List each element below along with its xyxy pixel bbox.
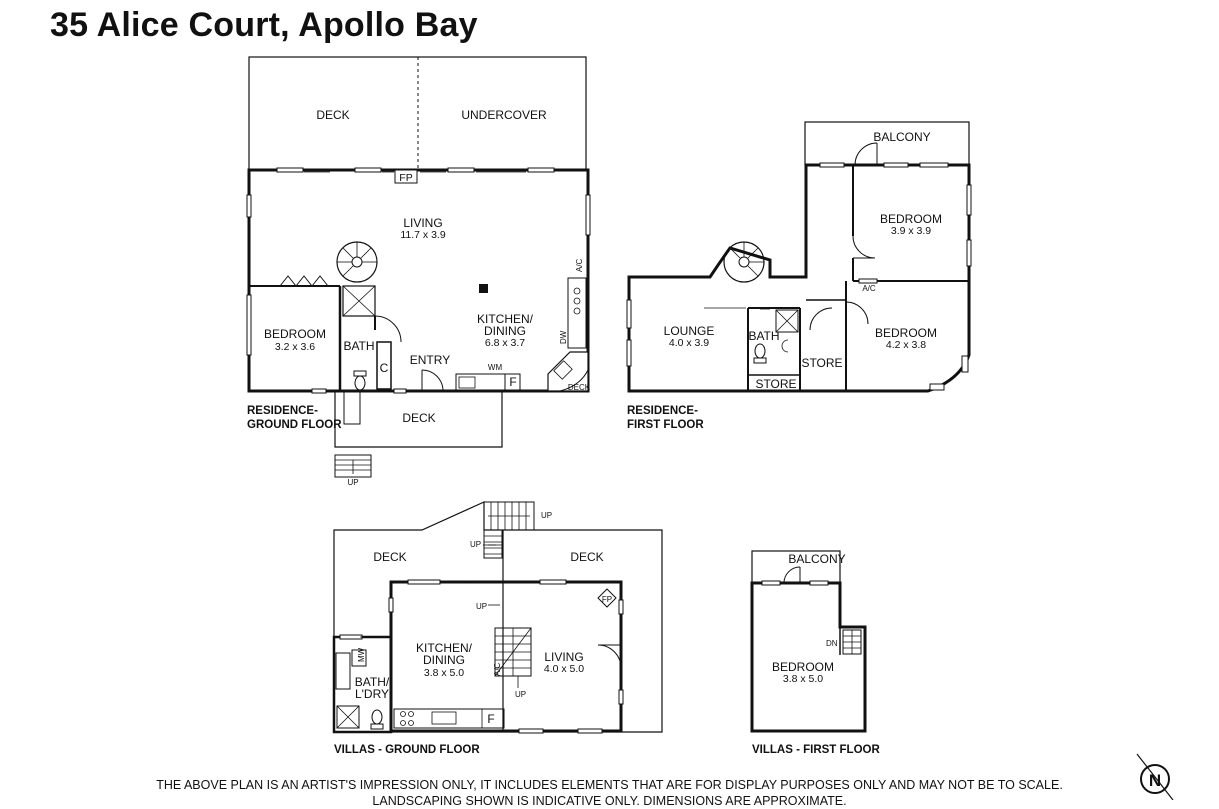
floor-label: VILLAS - GROUND FLOOR: [334, 744, 480, 756]
undercover-label: UNDERCOVER: [461, 108, 547, 122]
bath-label: BATH/: [355, 675, 390, 689]
lower-deck-label: DECK: [402, 411, 435, 425]
ac-label: A/C: [862, 284, 876, 293]
villas-first-floor: [750, 550, 867, 733]
residence-first-labels: BALCONY BEDROOM 3.9 x 3.9 A/C BEDROOM 4.…: [627, 130, 942, 431]
residence-ground-floor: [246, 56, 591, 478]
residence-first-floor: [626, 121, 972, 393]
laundry-label: L'DRY: [355, 687, 389, 701]
fireplace-label: FP: [399, 172, 412, 184]
deck-right-label: DECK: [570, 550, 603, 564]
fridge-label: F: [509, 375, 516, 389]
floor-label-line2: FIRST FLOOR: [627, 419, 704, 431]
bedroom2-dimensions: 4.2 x 3.8: [886, 339, 926, 351]
cupboard-label: C: [380, 361, 389, 375]
washing-machine-label: WM: [488, 363, 503, 372]
down-label: DN: [826, 639, 838, 648]
bedroom2-label: BEDROOM: [875, 326, 937, 340]
compass-north-icon: N: [1136, 753, 1174, 800]
store2-label: STORE: [801, 356, 842, 370]
store1-label: STORE: [755, 377, 796, 391]
page-title: 35 Alice Court, Apollo Bay: [50, 6, 478, 44]
deck-label: DECK: [316, 108, 349, 122]
kitchen-dimensions: 3.8 x 5.0: [424, 667, 464, 679]
floor-label-line1: RESIDENCE-: [247, 405, 318, 417]
living-dimensions: 11.7 x 3.9: [400, 229, 445, 241]
up-label-4: UP: [515, 690, 526, 699]
disclaimer-line2: LANDSCAPING SHOWN IS INDICATIVE ONLY. DI…: [372, 794, 847, 808]
bath-label: BATH: [748, 329, 779, 343]
balcony-label: BALCONY: [788, 552, 845, 566]
bedroom-label: BEDROOM: [772, 660, 834, 674]
villas-ground-labels: DECK DECK UP UP UP UP FP MW KITCHEN/ DIN…: [334, 511, 612, 756]
bath-label: BATH: [343, 339, 374, 353]
living-label: LIVING: [544, 650, 583, 664]
ac-label: A/C: [493, 662, 502, 676]
balcony-label: BALCONY: [873, 130, 930, 144]
ac-label: A/C: [575, 258, 584, 272]
living-label: LIVING: [403, 216, 442, 230]
bedroom1-label: BEDROOM: [880, 212, 942, 226]
corner-deck-label: DECK: [568, 383, 591, 392]
disclaimer-line1: THE ABOVE PLAN IS AN ARTIST'S IMPRESSION…: [156, 778, 1063, 792]
bedroom-dimensions: 3.8 x 5.0: [783, 673, 823, 685]
floor-label-line2: GROUND FLOOR: [247, 419, 342, 431]
up-label-3: UP: [476, 602, 487, 611]
kitchen-label: KITCHEN/: [416, 641, 473, 655]
deck-left-label: DECK: [373, 550, 406, 564]
bedroom-dimensions: 3.2 x 3.6: [275, 341, 315, 353]
living-dimensions: 4.0 x 5.0: [544, 663, 584, 675]
entry-label: ENTRY: [410, 353, 450, 367]
dining-label: DINING: [484, 324, 526, 338]
fireplace-label: FP: [602, 595, 612, 604]
dishwasher-label: DW: [559, 330, 568, 344]
residence-ground-labels: DECK UNDERCOVER FP LIVING 11.7 x 3.9 BED…: [247, 108, 591, 487]
compass-label: N: [1149, 771, 1161, 790]
kitchen-dimensions: 6.8 x 3.7: [485, 337, 525, 349]
villas-first-labels: BALCONY DN BEDROOM 3.8 x 5.0 VILLAS - FI…: [752, 552, 880, 756]
villas-ground-floor: [332, 501, 663, 734]
bedroom-label: BEDROOM: [264, 327, 326, 341]
bedroom1-dimensions: 3.9 x 3.9: [891, 225, 931, 237]
up-label-1: UP: [541, 511, 552, 520]
dining-label: DINING: [423, 653, 465, 667]
microwave-label: MW: [357, 647, 366, 662]
floor-label-line1: RESIDENCE-: [627, 405, 698, 417]
lounge-dimensions: 4.0 x 3.9: [669, 337, 709, 349]
fridge-label: F: [487, 712, 494, 726]
floor-label: VILLAS - FIRST FLOOR: [752, 744, 880, 756]
lounge-label: LOUNGE: [664, 324, 715, 338]
up-label: UP: [347, 478, 358, 487]
kitchen-label: KITCHEN/: [477, 312, 534, 326]
up-label-2: UP: [470, 540, 481, 549]
